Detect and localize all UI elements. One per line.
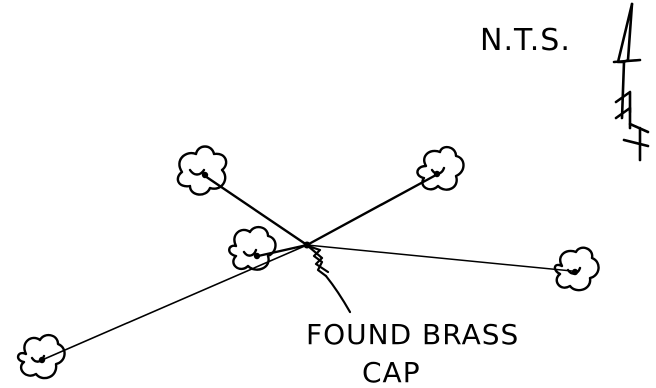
- tie-line-upper-right: [305, 173, 438, 247]
- callout-label-line2: CAP: [362, 356, 421, 388]
- tree-icon: [553, 246, 600, 292]
- scale-note: N.T.S.: [480, 23, 571, 58]
- tie-line-near-left: [256, 243, 309, 258]
- tie-lines: [41, 173, 573, 361]
- tree-icon: [176, 145, 228, 196]
- tree-icon: [416, 145, 465, 191]
- tie-line-right: [306, 244, 573, 272]
- tie-line-upper-left: [203, 174, 309, 247]
- north-arrow-icon: [612, 2, 650, 162]
- tree-icon: [228, 225, 277, 271]
- callout-leader: [306, 244, 352, 314]
- tie-line-lower-left: [41, 244, 308, 361]
- callout-label-line1: FOUND BRASS: [306, 318, 519, 351]
- tree-icon: [16, 333, 66, 380]
